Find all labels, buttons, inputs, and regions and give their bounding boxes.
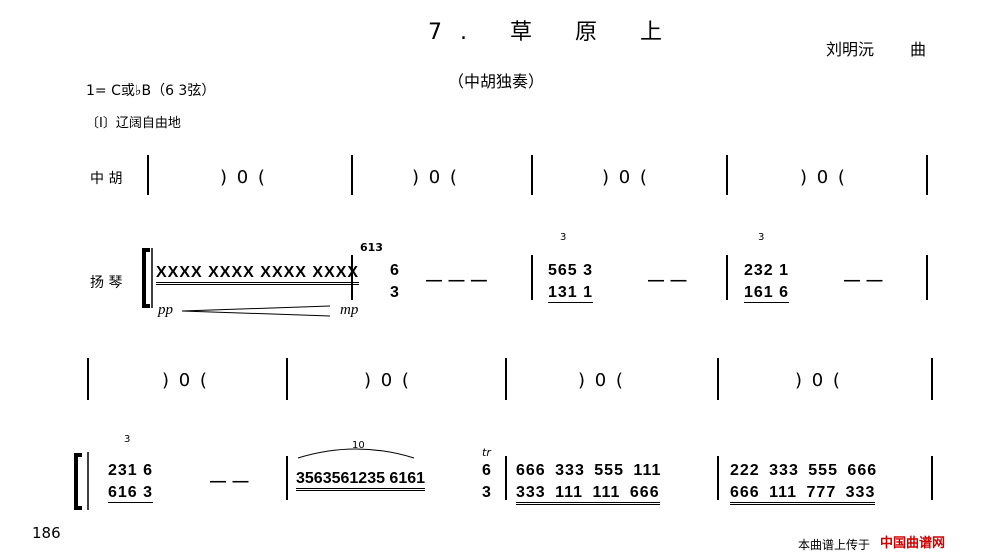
note-top: 565 3 (548, 262, 594, 279)
composer-name: 刘明沅 (826, 40, 875, 59)
dynamic-pp: pp (158, 302, 173, 318)
rest-group: ) 0 ( (220, 167, 267, 188)
section-mark: 〔Ⅰ〕辽阔自由地 (86, 116, 181, 131)
instrument-zhonghu: 中 胡 (90, 171, 123, 187)
subtitle: （中胡独奏） (448, 72, 545, 91)
note-top: 6 (482, 462, 492, 479)
dash-extension: — — (844, 272, 884, 289)
page-number: 186 (32, 524, 61, 542)
note-bottom: 3 (390, 284, 400, 301)
note-bottom: 666 111 777 333 (730, 484, 876, 505)
rest-group: ) 0 ( (162, 370, 209, 391)
note-run: 3563561235 6161 (296, 470, 426, 491)
upload-note: 本曲谱上传于 (798, 538, 871, 552)
tuplet-mark: 3 (124, 434, 131, 445)
rest-group: ) 0 ( (795, 370, 842, 391)
hairpin (181, 305, 331, 312)
dash-extension: — — (648, 272, 688, 289)
note-top: 6 (390, 262, 400, 279)
tuplet-slur (297, 448, 415, 459)
grace-notes: 613 (360, 241, 383, 254)
note-bottom: 616 3 (108, 484, 154, 503)
hairpin (181, 310, 331, 317)
tuplet-mark: 3 (560, 232, 567, 243)
tuplet-mark: 10 (352, 440, 365, 451)
note-top: 666 333 555 111 (516, 462, 662, 479)
note-bottom: 161 6 (744, 284, 790, 303)
note-bottom: 131 1 (548, 284, 594, 303)
staff-bracket (74, 453, 82, 510)
staff-bracket (142, 248, 150, 308)
dash-extension: — — — (426, 272, 488, 289)
note-bottom: 333 111 111 666 (516, 484, 660, 505)
rest-group: ) 0 ( (578, 370, 625, 391)
rest-group: ) 0 ( (364, 370, 411, 391)
tuplet-mark: 3 (758, 232, 765, 243)
site-logo[interactable]: 中国曲谱网 (880, 532, 945, 551)
dash-extension: — — (210, 473, 250, 490)
composer-role: 曲 (910, 40, 927, 59)
dynamic-mp: mp (340, 302, 359, 318)
note-top: 231 6 (108, 462, 154, 479)
tremolo-notes: XXXX XXXX XXXX XXXX (156, 264, 360, 285)
note-top: 222 333 555 666 (730, 462, 878, 479)
note-top: 232 1 (744, 262, 790, 279)
rest-group: ) 0 ( (412, 167, 459, 188)
key-signature: 1= C或♭B（6 3弦） (86, 83, 216, 99)
trill-mark: tr (482, 446, 491, 459)
page-title: 7. 草 原 上 (428, 20, 680, 45)
rest-group: ) 0 ( (602, 167, 649, 188)
note-bottom: 3 (482, 484, 492, 501)
rest-group: ) 0 ( (800, 167, 847, 188)
instrument-yangqin: 扬 琴 (90, 275, 123, 291)
site-logo-text: 中国曲谱网 (880, 536, 946, 551)
